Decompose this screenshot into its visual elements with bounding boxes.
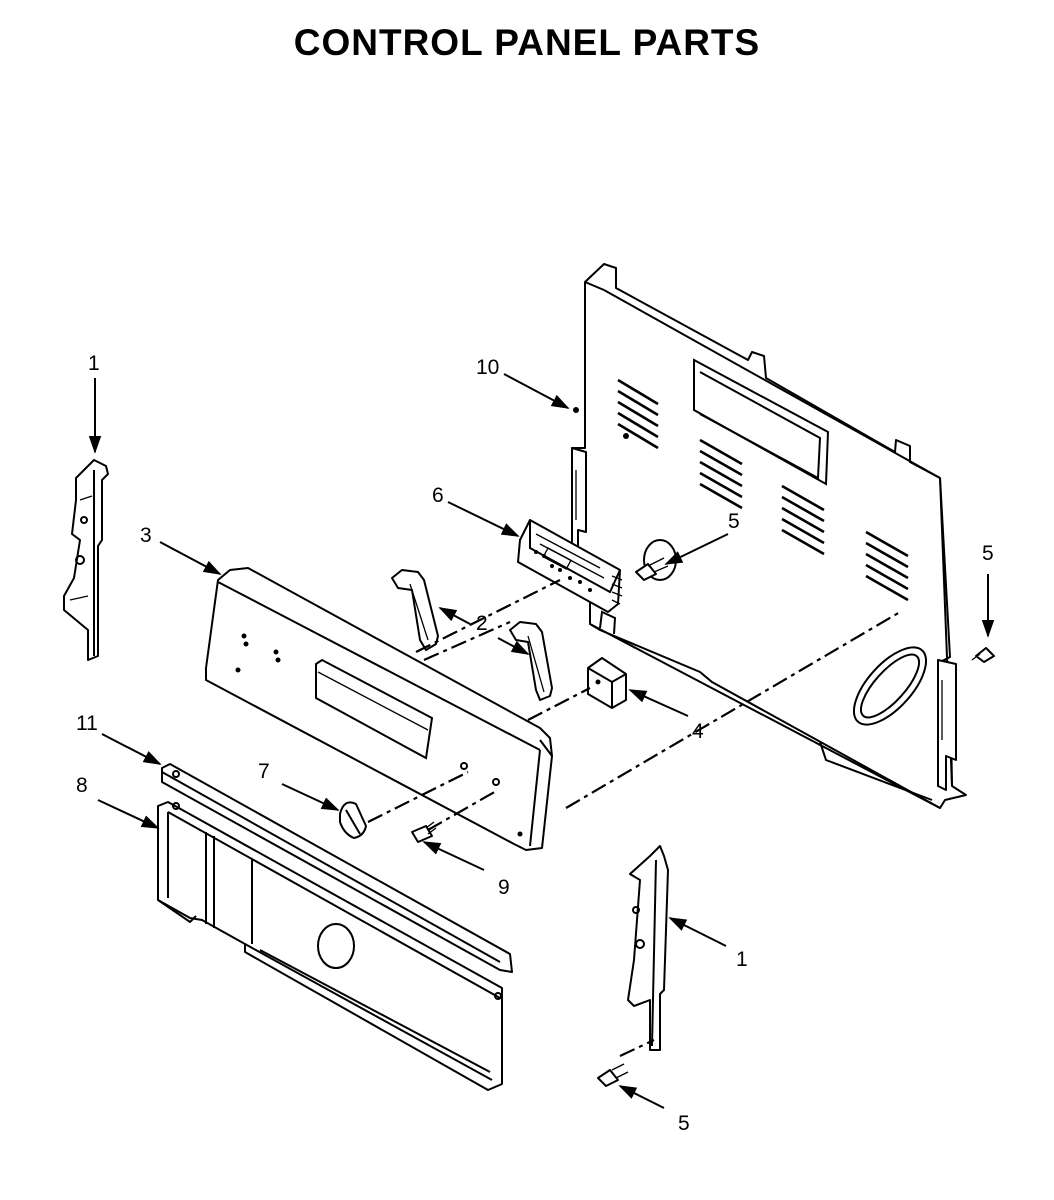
control-panel-part-3 bbox=[205, 567, 553, 851]
page-title: CONTROL PANEL PARTS bbox=[293, 22, 761, 63]
assembly-lines bbox=[367, 579, 901, 1057]
switch-part-4 bbox=[587, 657, 627, 709]
callout-1-right: 1 bbox=[736, 948, 748, 971]
screw-part-5-right bbox=[971, 647, 995, 663]
bracket-part-2-upper bbox=[391, 569, 439, 651]
manifold-panel-part-8 bbox=[157, 801, 503, 1091]
clock-board-part-6 bbox=[517, 519, 623, 613]
end-cap-part-1-right bbox=[627, 845, 669, 1051]
callout-3: 3 bbox=[140, 524, 152, 547]
callout-11: 11 bbox=[76, 712, 98, 735]
bracket-part-2-lower bbox=[509, 621, 553, 701]
screw-part-5-center bbox=[635, 557, 669, 581]
callout-4: 4 bbox=[692, 720, 704, 743]
callout-9: 9 bbox=[498, 876, 510, 899]
leader-arrows bbox=[88, 373, 995, 1109]
end-cap-part-1-left bbox=[63, 459, 109, 661]
callout-5-center: 5 bbox=[728, 510, 740, 533]
callout-8: 8 bbox=[76, 774, 88, 797]
screw-part-5-bottom bbox=[597, 1063, 629, 1087]
callout-7: 7 bbox=[258, 760, 270, 783]
callout-2: 2 bbox=[476, 612, 488, 635]
callout-1-left: 1 bbox=[88, 352, 100, 375]
screw-part-9 bbox=[411, 821, 437, 843]
knob-part-7 bbox=[339, 801, 367, 839]
callout-5-bottom: 5 bbox=[678, 1112, 690, 1135]
callout-10: 10 bbox=[476, 356, 499, 379]
callout-6: 6 bbox=[432, 484, 444, 507]
trim-strip-part-11 bbox=[161, 763, 513, 973]
callout-5-right: 5 bbox=[982, 542, 994, 565]
rear-panel-part-10 bbox=[571, 263, 967, 809]
